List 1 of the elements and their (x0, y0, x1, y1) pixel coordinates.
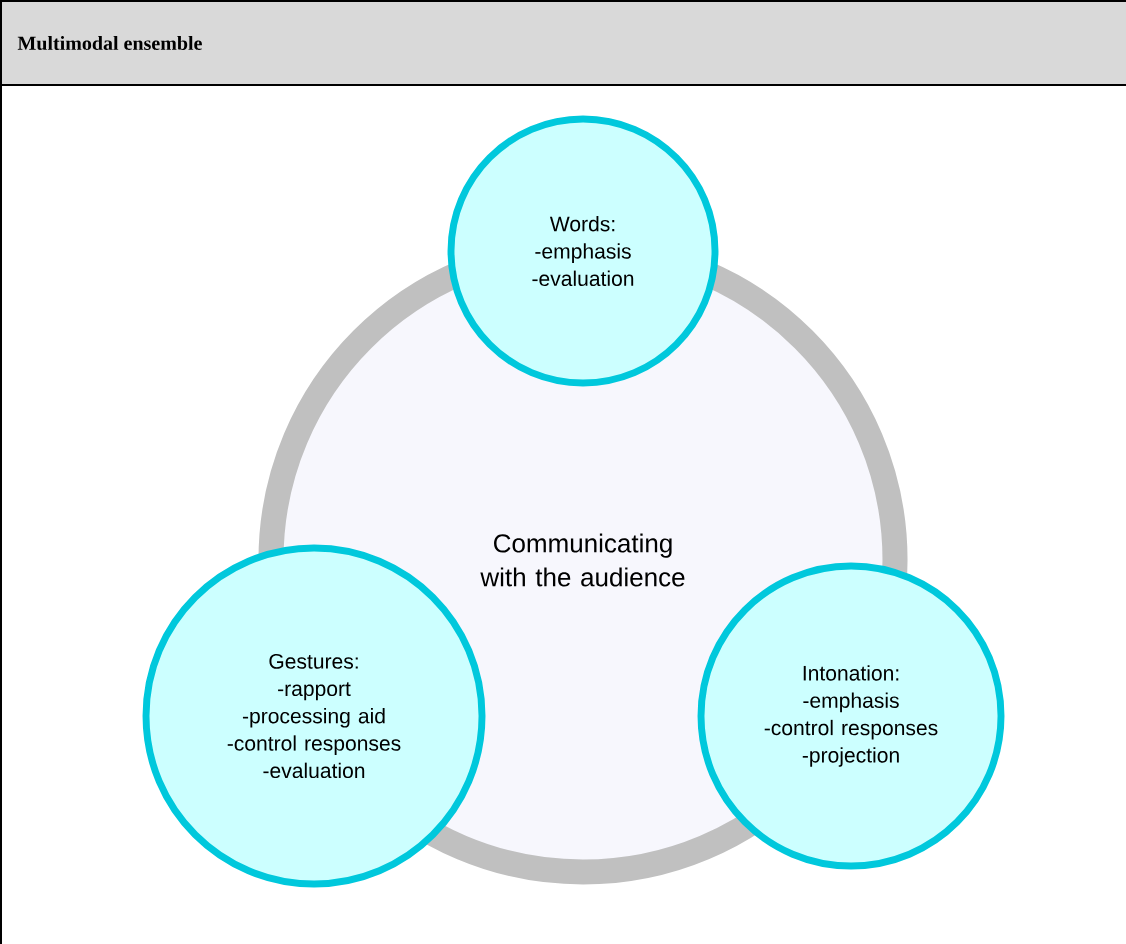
header-band: Multimodal ensemble (0, 0, 1126, 86)
